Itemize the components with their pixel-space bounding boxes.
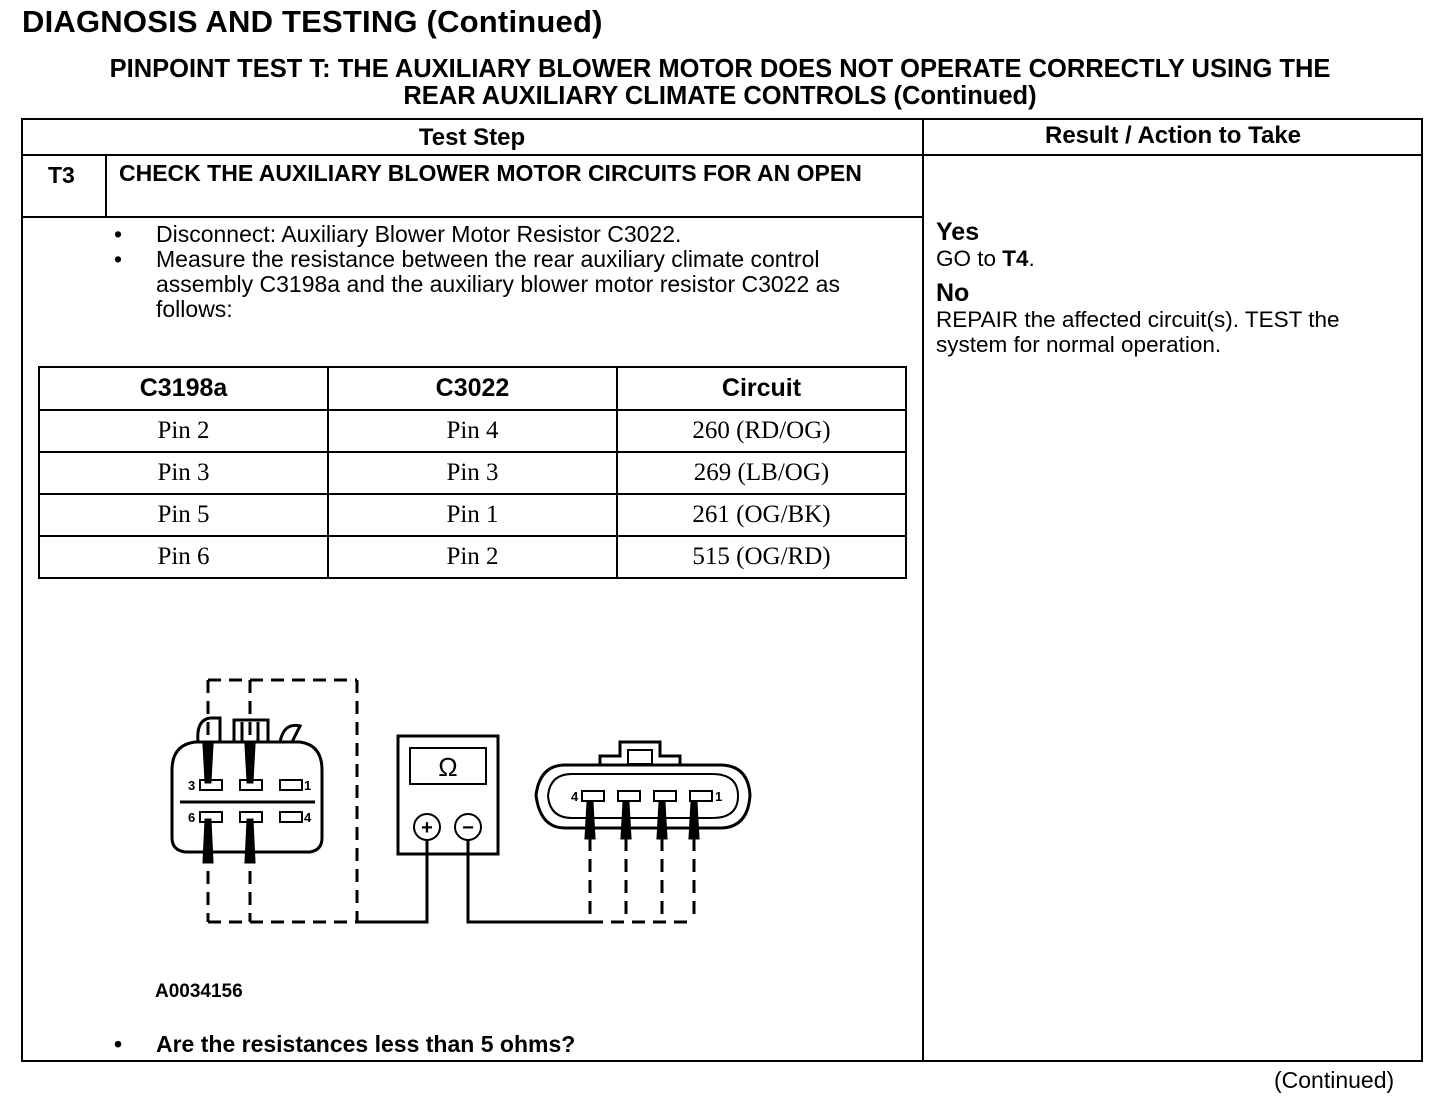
- test-table-frame: [21, 118, 1423, 1062]
- ohm-symbol: Ω: [438, 752, 457, 782]
- pin-label: 1: [304, 778, 311, 793]
- table-row: Pin 6 Pin 2 515 (OG/RD): [38, 535, 907, 579]
- figure-id: A0034156: [155, 981, 243, 1002]
- bullet: •: [114, 1031, 123, 1057]
- instruction-text: Disconnect: Auxiliary Blower Motor Resis…: [156, 221, 682, 247]
- page-title: DIAGNOSIS AND TESTING (Continued): [22, 4, 603, 39]
- c3022-connector: [534, 740, 752, 830]
- column-header: C3022: [327, 366, 618, 411]
- meter-leads: [357, 840, 590, 924]
- table-cell: 261 (OG/BK): [616, 493, 907, 537]
- step-divider: [21, 216, 923, 218]
- pinpoint-test-title: PINPOINT TEST T: THE AUXILIARY BLOWER MO…: [20, 56, 1420, 110]
- circuit-table: C3198a C3022 Circuit Pin 2 Pin 4 260 (RD…: [38, 366, 907, 579]
- instruction-text: Measure the resistance between the rear …: [156, 246, 840, 322]
- table-row: Pin 2 Pin 4 260 (RD/OG): [38, 409, 907, 453]
- table-cell: Pin 3: [38, 451, 329, 495]
- right-dashed-leads: [588, 838, 696, 924]
- instruction-item: • Measure the resistance between the rea…: [114, 247, 904, 322]
- pin-label: 4: [304, 810, 312, 825]
- table-row: Pin 5 Pin 1 261 (OG/BK): [38, 493, 907, 537]
- step-id-divider: [105, 155, 107, 217]
- yes-action-suffix: .: [1028, 246, 1035, 271]
- circuit-table-header-row: C3198a C3022 Circuit: [38, 366, 907, 411]
- header-divider: [21, 154, 1423, 156]
- table-cell: 515 (OG/RD): [616, 535, 907, 579]
- step-title: CHECK THE AUXILIARY BLOWER MOTOR CIRCUIT…: [119, 160, 862, 186]
- plus-terminal-label: +: [421, 817, 433, 839]
- table-row: Pin 3 Pin 3 269 (LB/OG): [38, 451, 907, 495]
- pinpoint-title-line-2: REAR AUXILIARY CLIMATE CONTROLS (Continu…: [403, 82, 1037, 110]
- pin-label: 4: [571, 789, 579, 804]
- question-text: Are the resistances less than 5 ohms?: [156, 1031, 576, 1057]
- column-divider: [922, 118, 924, 1062]
- table-cell: Pin 4: [327, 409, 618, 453]
- yes-target-step: T4: [1002, 246, 1029, 271]
- table-cell: Pin 5: [38, 493, 329, 537]
- step-question: • Are the resistances less than 5 ohms?: [114, 1031, 575, 1058]
- table-cell: 260 (RD/OG): [616, 409, 907, 453]
- no-action: REPAIR the affected circuit(s). TEST the…: [936, 307, 1340, 357]
- table-cell: Pin 2: [38, 409, 329, 453]
- yes-action-text: GO to: [936, 246, 1003, 271]
- wiring-diagram: Ω + − 3 1 6 4 4 1: [170, 678, 752, 924]
- pinpoint-title-line-1: PINPOINT TEST T: THE AUXILIARY BLOWER MO…: [109, 55, 1331, 83]
- column-header: C3198a: [38, 366, 329, 411]
- table-cell: Pin 6: [38, 535, 329, 579]
- pin-label: 3: [188, 778, 195, 793]
- yes-heading: Yes: [936, 218, 980, 246]
- no-heading: No: [936, 279, 970, 307]
- test-step-header: Test Step: [418, 124, 526, 151]
- right-probes: [584, 800, 700, 840]
- instruction-item: • Disconnect: Auxiliary Blower Motor Res…: [114, 222, 904, 247]
- left-probes: [202, 743, 256, 864]
- table-cell: Pin 1: [327, 493, 618, 537]
- result-actions: Yes GO to T4. No REPAIR the affected cir…: [936, 218, 1416, 357]
- column-header: Circuit: [616, 366, 907, 411]
- step-instructions: • Disconnect: Auxiliary Blower Motor Res…: [114, 222, 904, 322]
- yes-action: GO to T4.: [936, 246, 1416, 271]
- result-header: Result / Action to Take: [1044, 122, 1302, 149]
- minus-terminal-label: −: [462, 817, 474, 839]
- step-id: T3: [48, 162, 75, 188]
- pin-label: 6: [188, 810, 195, 825]
- continued-footer: (Continued): [1274, 1067, 1395, 1093]
- bullet: •: [114, 246, 123, 272]
- table-cell: Pin 3: [327, 451, 618, 495]
- table-cell: Pin 2: [327, 535, 618, 579]
- bullet: •: [114, 221, 123, 247]
- table-cell: 269 (LB/OG): [616, 451, 907, 495]
- pin-label: 1: [715, 789, 722, 804]
